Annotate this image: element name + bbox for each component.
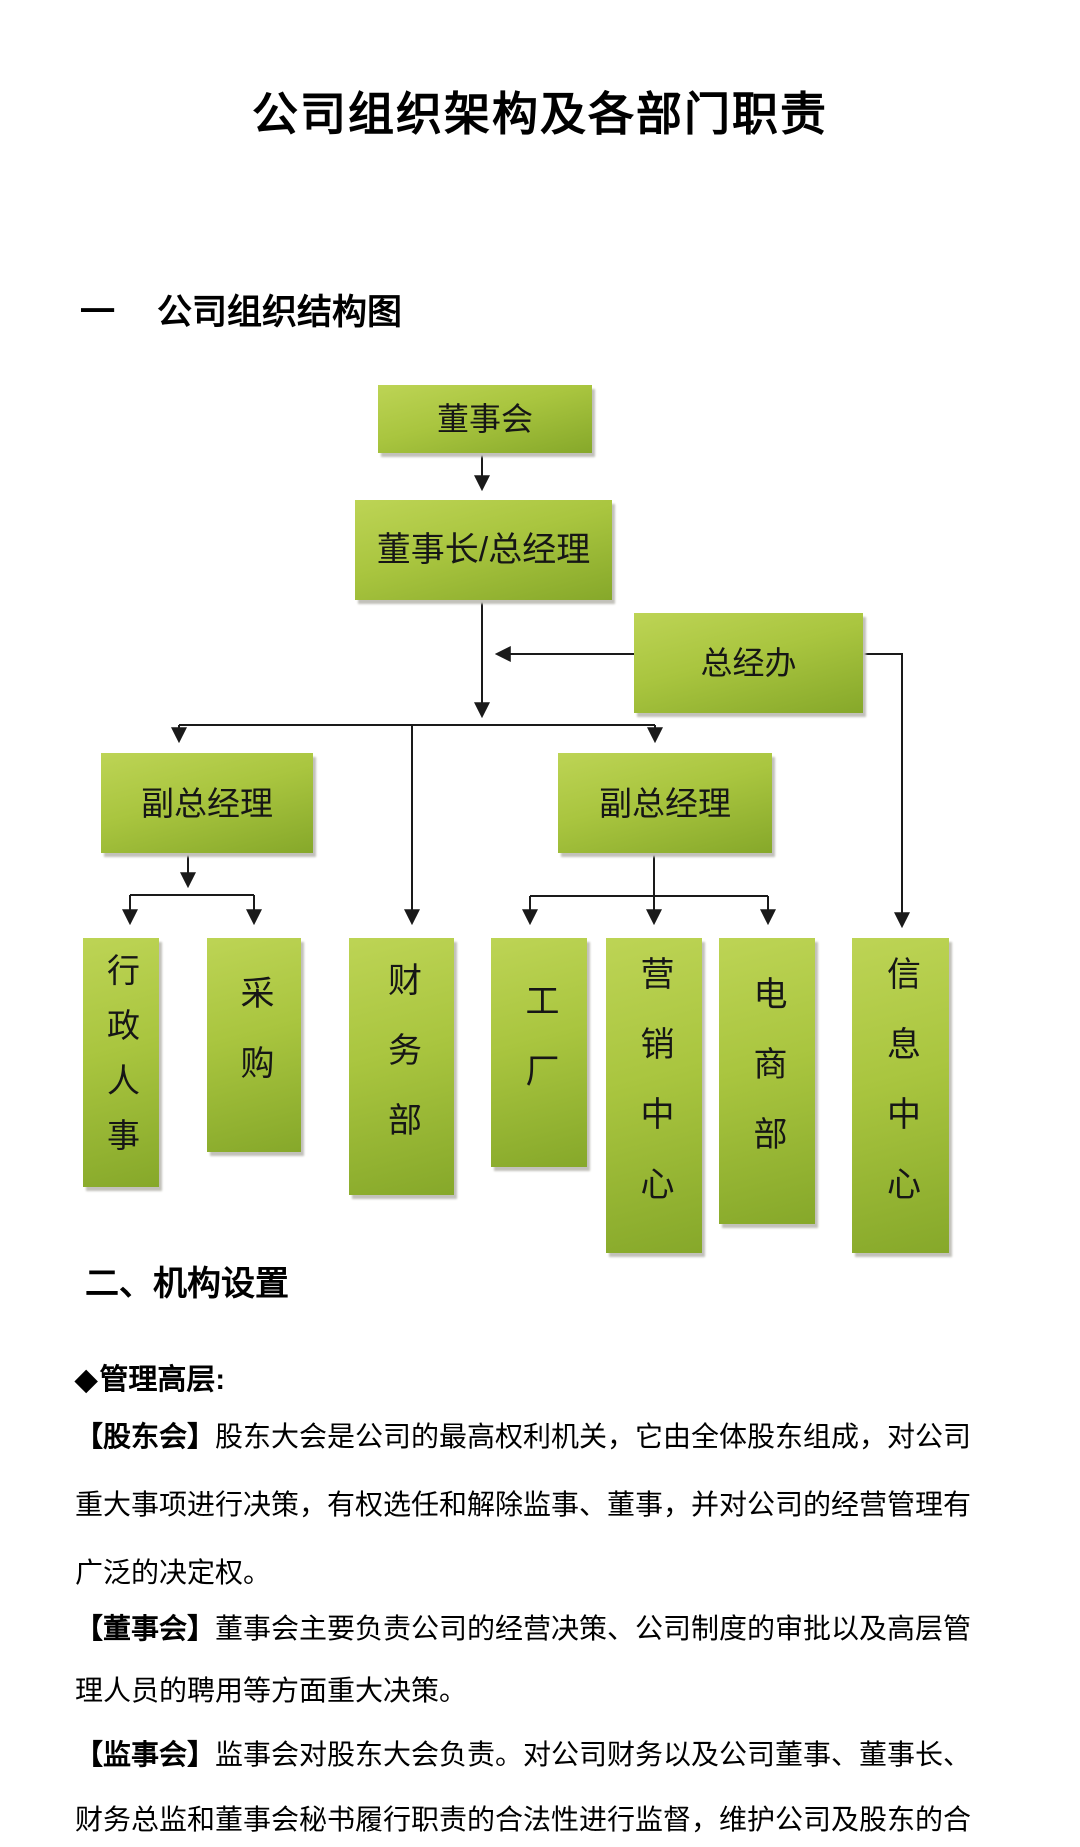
org-node-label: 工厂	[520, 982, 558, 1123]
org-node-label: 电商部	[748, 976, 786, 1186]
paragraph-supervisory-board: 【监事会】监事会对股东大会负责。对公司财务以及公司董事、董事长、 财务总监和董事…	[75, 1722, 1015, 1847]
org-node-info-center: 信息中心	[852, 938, 949, 1253]
paragraph-line: 【监事会】监事会对股东大会负责。对公司财务以及公司董事、董事长、	[75, 1722, 1015, 1787]
org-node-label: 营销中心	[635, 955, 673, 1236]
management-level-heading: ◆管理高层:	[75, 1356, 225, 1398]
paragraph-tag: 【股东会】	[75, 1421, 216, 1452]
paragraph-line: 重大事项进行决策，有权选任和解除监事、董事，并对公司的经营管理有	[75, 1489, 972, 1520]
org-node-label: 信息中心	[881, 955, 920, 1236]
section-1-title: 公司组织结构图	[157, 293, 403, 332]
section-2-heading: 二、机构设置	[85, 1265, 289, 1303]
paragraph-text: 监事会对股东大会负责。对公司财务以及公司董事、董事长、	[215, 1739, 972, 1770]
paragraph-text: 股东大会是公司的最高权利机关，它由全体股东组成，对公司	[215, 1421, 972, 1452]
org-node-label: 行政人事	[102, 952, 140, 1173]
org-node-label: 董事长/总经理	[376, 531, 591, 569]
org-node-label: 总经办	[700, 645, 797, 681]
paragraph-line: 财务总监和董事会秘书履行职责的合法性进行监督，维护公司及股东的合	[75, 1804, 972, 1835]
org-node-finance: 财务部	[349, 938, 454, 1195]
org-node-factory: 工厂	[491, 938, 587, 1167]
org-node-label: 副总经理	[141, 784, 273, 822]
page-title: 公司组织架构及各部门职责	[252, 88, 828, 140]
paragraph-tag: 【监事会】	[75, 1739, 216, 1770]
org-node-purchasing: 采购	[207, 938, 301, 1152]
org-node-vp-left: 副总经理	[101, 753, 313, 853]
paragraph-shareholders-meeting: 【股东会】股东大会是公司的最高权利机关，它由全体股东组成，对公司 重大事项进行决…	[75, 1403, 1015, 1607]
paragraph-tag: 【董事会】	[75, 1613, 216, 1644]
org-node-label: 副总经理	[599, 784, 731, 822]
paragraph-line: 理人员的聘用等方面重大决策。	[75, 1675, 468, 1706]
paragraph-line: 广泛的决定权。	[75, 1557, 272, 1588]
org-node-label: 董事会	[436, 401, 533, 437]
org-node-admin-hr: 行政人事	[83, 938, 159, 1187]
org-node-board: 董事会	[378, 385, 592, 453]
paragraph-board-of-directors: 【董事会】董事会主要负责公司的经营决策、公司制度的审批以及高层管 理人员的聘用等…	[75, 1598, 1015, 1722]
org-node-ecommerce: 电商部	[719, 938, 815, 1224]
paragraph-line: 【董事会】董事会主要负责公司的经营决策、公司制度的审批以及高层管	[75, 1598, 1015, 1660]
org-node-gm-office: 总经办	[634, 613, 863, 713]
org-node-chairman-gm: 董事长/总经理	[355, 500, 612, 600]
section-1-heading: 一 公司组织结构图	[80, 284, 402, 335]
org-node-label: 财务部	[382, 961, 421, 1172]
diamond-icon: ◆	[75, 1364, 98, 1396]
org-node-marketing-center: 营销中心	[606, 938, 702, 1253]
paragraph-line: 【股东会】股东大会是公司的最高权利机关，它由全体股东组成，对公司	[75, 1403, 1015, 1471]
section-1-number: 一	[80, 293, 116, 332]
management-level-label: 管理高层:	[99, 1364, 225, 1396]
paragraph-text: 董事会主要负责公司的经营决策、公司制度的审批以及高层管	[215, 1613, 972, 1644]
org-node-vp-right: 副总经理	[558, 753, 772, 853]
org-node-label: 采购	[235, 975, 273, 1115]
